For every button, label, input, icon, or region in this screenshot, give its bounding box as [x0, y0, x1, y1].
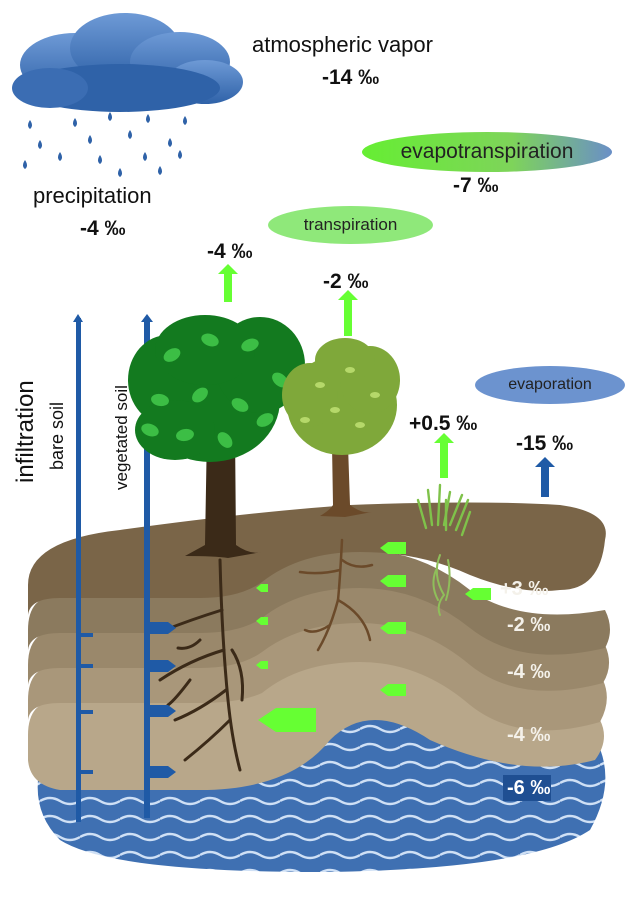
- soil-layer-1-value: +3 ‰: [500, 578, 549, 600]
- soil-layer-4-value: -4 ‰: [507, 724, 551, 746]
- raindrops: [23, 112, 187, 177]
- tree2-value: -2 ‰: [323, 270, 369, 293]
- evaporation-value: -15 ‰: [516, 432, 574, 455]
- tree-icon: [128, 315, 305, 558]
- atmospheric-vapor-label: atmospheric vapor: [252, 32, 433, 57]
- evaporation-label: evaporation: [508, 376, 592, 393]
- evapotranspiration-value: -7 ‰: [453, 174, 499, 197]
- infiltration-lines: [73, 314, 176, 822]
- grass-icon: [416, 483, 472, 537]
- bare-soil-label: bare soil: [47, 401, 67, 470]
- transpiration-label: transpiration: [303, 215, 398, 234]
- transpiration-pill: transpiration: [268, 206, 433, 244]
- soil-layer-2-value: -2 ‰: [507, 614, 551, 636]
- evapotranspiration-label: evapotranspiration: [400, 140, 574, 163]
- cloud-icon: [12, 13, 243, 112]
- tree-roots: [158, 538, 451, 772]
- soil-layer-3-value: -4 ‰: [507, 661, 551, 683]
- infiltration-label: infiltration: [12, 380, 39, 483]
- tree-icon: [282, 338, 400, 517]
- precipitation-value: -4 ‰: [80, 217, 126, 240]
- tree1-value: -4 ‰: [207, 240, 253, 263]
- evaporation-arrow: [535, 457, 555, 497]
- evaporation-pill: evaporation: [475, 366, 625, 404]
- soil-arrows: [256, 542, 491, 732]
- evapotranspiration-pill: evapotranspiration: [362, 132, 612, 172]
- groundwater-value: -6 ‰: [507, 777, 551, 799]
- atmospheric-vapor-value: -14 ‰: [322, 66, 380, 89]
- transpiration-arrows: [218, 264, 454, 478]
- soil-surface: [28, 502, 606, 615]
- grass-value: +0.5 ‰: [409, 412, 478, 435]
- vegetated-soil-label: vegetated soil: [112, 385, 131, 490]
- precipitation-label: precipitation: [33, 183, 152, 208]
- groundwater-value-box: [503, 775, 551, 801]
